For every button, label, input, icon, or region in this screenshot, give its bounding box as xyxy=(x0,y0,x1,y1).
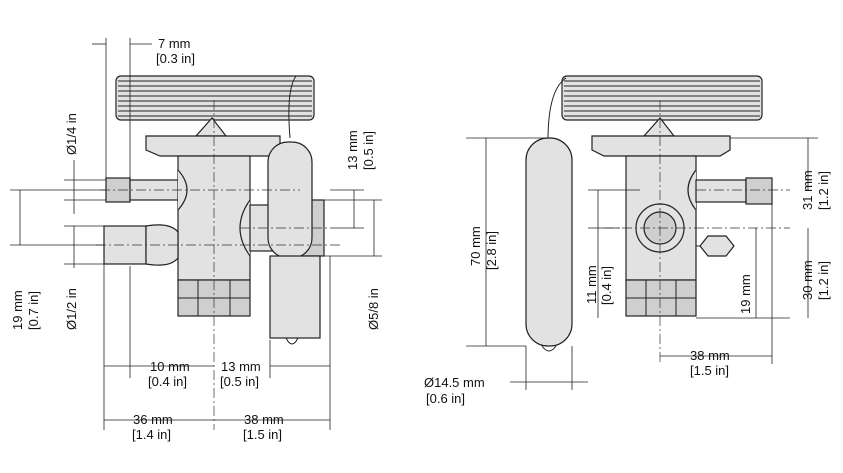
label-outlet-dia: Ø1/2 in xyxy=(64,288,79,330)
label-19mm-left: 19 mm xyxy=(10,290,25,330)
dimension-labels: 7 mm [0.3 in] Ø1/4 in Ø1/2 in 19 mm [0.7… xyxy=(10,36,831,442)
label-30mm-in: [1.2 in] xyxy=(816,261,831,300)
label-13mm-bottom: 13 mm xyxy=(221,359,261,374)
left-coil xyxy=(115,75,315,139)
label-70mm: 70 mm xyxy=(468,226,483,266)
left-view-valve xyxy=(96,75,342,430)
label-36mm-in: [1.4 in] xyxy=(132,427,171,442)
right-coil xyxy=(547,75,763,141)
label-19mm-right: 19 mm xyxy=(738,274,753,314)
right-dimensions xyxy=(466,137,818,390)
label-eq-dia: Ø5/8 in xyxy=(366,288,381,330)
right-view-valve xyxy=(525,75,790,364)
label-38mm-left: 38 mm xyxy=(244,412,284,427)
label-70mm-in: [2.8 in] xyxy=(484,231,499,270)
label-38mm-right-in: [1.5 in] xyxy=(690,363,729,378)
left-dimensions xyxy=(10,38,382,430)
label-36mm: 36 mm xyxy=(133,412,173,427)
label-19mm-left-in: [0.7 in] xyxy=(26,291,41,330)
label-11mm-in: [0.4 in] xyxy=(599,266,614,305)
label-13mm-vert: 13 mm xyxy=(345,130,360,170)
label-7mm: 7 mm xyxy=(158,36,191,51)
label-inlet-dia: Ø1/4 in xyxy=(64,113,79,155)
label-10mm-in: [0.4 in] xyxy=(148,374,187,389)
label-38mm-right: 38 mm xyxy=(690,348,730,363)
label-bulb-dia: Ø14.5 mm xyxy=(424,375,485,390)
label-13mm-vert-in: [0.5 in] xyxy=(361,131,376,170)
label-10mm: 10 mm xyxy=(150,359,190,374)
label-bulb-dia-in: [0.6 in] xyxy=(426,391,465,406)
label-38mm-left-in: [1.5 in] xyxy=(243,427,282,442)
label-11mm: 11 mm xyxy=(584,265,599,304)
label-31mm: 31 mm xyxy=(800,170,815,210)
label-30mm: 30 mm xyxy=(800,260,815,300)
label-7mm-in: [0.3 in] xyxy=(156,51,195,66)
label-31mm-in: [1.2 in] xyxy=(816,171,831,210)
label-13mm-bottom-in: [0.5 in] xyxy=(220,374,259,389)
